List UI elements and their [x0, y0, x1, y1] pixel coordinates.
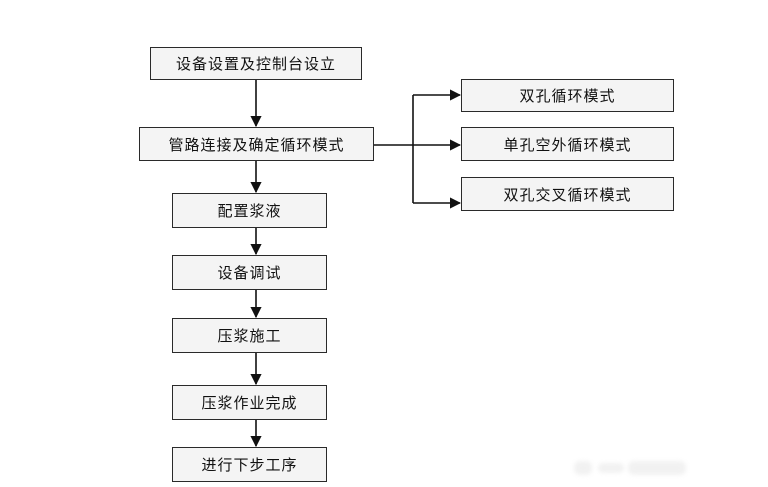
step-pipe-box: 管路连接及确定循环模式: [139, 127, 374, 161]
step-config-box: 配置浆液: [172, 193, 327, 228]
step-next-label: 进行下步工序: [201, 456, 298, 474]
step-debug-label: 设备调试: [217, 264, 282, 282]
mode-box-1: 双孔循环模式: [461, 79, 674, 112]
step-debug-box: 设备调试: [172, 255, 327, 290]
step-setup-box: 设备设置及控制台设立: [150, 47, 362, 80]
step-setup-label: 设备设置及控制台设立: [175, 55, 336, 73]
mode-box-3: 双孔交叉循环模式: [461, 177, 674, 211]
step-complete-box: 压浆作业完成: [172, 385, 327, 420]
mode-box-2: 单孔空外循环模式: [461, 127, 674, 161]
step-pipe-label: 管路连接及确定循环模式: [168, 135, 345, 154]
mode-label-1: 双孔循环模式: [519, 87, 616, 105]
step-complete-label: 压浆作业完成: [201, 394, 298, 412]
step-grout-box: 压浆施工: [172, 318, 327, 353]
step-next-box: 进行下步工序: [172, 447, 327, 482]
step-config-label: 配置浆液: [217, 202, 282, 220]
mode-label-2: 单孔空外循环模式: [503, 135, 632, 154]
mode-label-3: 双孔交叉循环模式: [503, 185, 632, 204]
watermark-blur: [570, 455, 690, 481]
step-grout-label: 压浆施工: [217, 327, 282, 345]
